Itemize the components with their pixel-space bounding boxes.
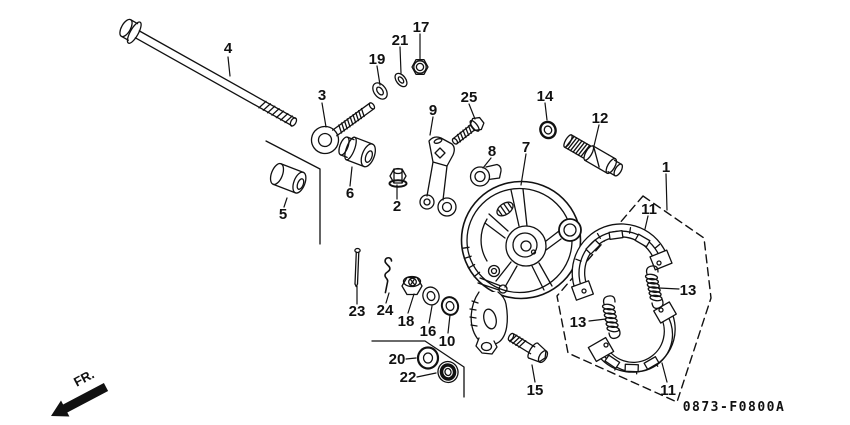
callout-16: 16	[420, 323, 437, 340]
callout-labels: 4 3 19 21 17 25 9 8 7 14 12 1 5 6 2 11 1…	[224, 19, 697, 399]
callout-6: 6	[346, 185, 354, 202]
part-10-washer	[440, 296, 460, 316]
part-11-brake-shoe-upper	[570, 223, 673, 301]
part-24-r-clip	[384, 257, 393, 294]
callout-8: 8	[488, 143, 496, 160]
callout-21: 21	[392, 32, 409, 49]
callout-24: 24	[377, 302, 394, 319]
part-22-seal-washer	[437, 360, 459, 384]
callout-3: 3	[318, 87, 326, 104]
callout-23: 23	[349, 303, 366, 320]
part-3-brake-rod	[310, 102, 376, 155]
callout-22: 22	[400, 369, 417, 386]
part-9-brake-arm	[419, 136, 457, 217]
callout-25: 25	[461, 89, 478, 106]
part-13-shoe-spring-lower	[601, 295, 621, 340]
callout-19: 19	[369, 51, 386, 68]
fr-label: FR.	[71, 366, 97, 389]
callout-9: 9	[429, 102, 437, 119]
part-17-nut	[411, 59, 429, 75]
callout-15: 15	[527, 382, 544, 399]
callout-20: 20	[389, 351, 406, 368]
callout-5: 5	[279, 206, 287, 223]
callout-11-bottom: 11	[660, 382, 676, 399]
diagram-code: 0873-F0800A	[683, 400, 786, 415]
part-12-brake-cam	[563, 134, 624, 177]
part-5-side-collar	[269, 162, 307, 194]
callout-12: 12	[592, 110, 609, 127]
callout-1: 1	[662, 159, 670, 176]
part-15-bolt	[507, 332, 549, 364]
part-13-shoe-spring-upper	[644, 265, 664, 310]
callout-11-top: 11	[641, 201, 657, 218]
part-11-brake-shoe-lower	[587, 301, 677, 375]
callout-13-right: 13	[680, 282, 697, 299]
callout-10: 10	[439, 333, 456, 350]
part-16-washer	[422, 286, 440, 306]
callout-4: 4	[224, 40, 233, 57]
part-6-side-collar	[338, 136, 376, 168]
part-14-seal-ring	[539, 120, 557, 140]
callout-18: 18	[398, 313, 415, 330]
part-7-brake-panel	[460, 180, 582, 355]
part-21-washer	[394, 72, 408, 88]
fr-direction-arrow: FR.	[51, 366, 109, 417]
callout-13-left: 13	[570, 314, 587, 331]
part-8-rod-joint	[469, 163, 502, 187]
callout-14: 14	[537, 88, 554, 105]
part-19-washer	[372, 82, 388, 100]
callout-17: 17	[413, 19, 430, 36]
callout-7: 7	[522, 139, 530, 156]
callout-2: 2	[393, 198, 401, 215]
part-25-bolt	[451, 116, 485, 145]
part-23-pin	[354, 247, 361, 288]
part-2-flange-nut	[388, 167, 408, 188]
callout-leader-lines	[227, 33, 680, 383]
part-18-nut	[401, 275, 423, 296]
group-fence-lines	[265, 140, 465, 398]
part-4-axle-bolt	[119, 18, 298, 127]
part-1-shoe-set-boundary	[556, 195, 712, 403]
part-20-washer	[416, 346, 440, 370]
